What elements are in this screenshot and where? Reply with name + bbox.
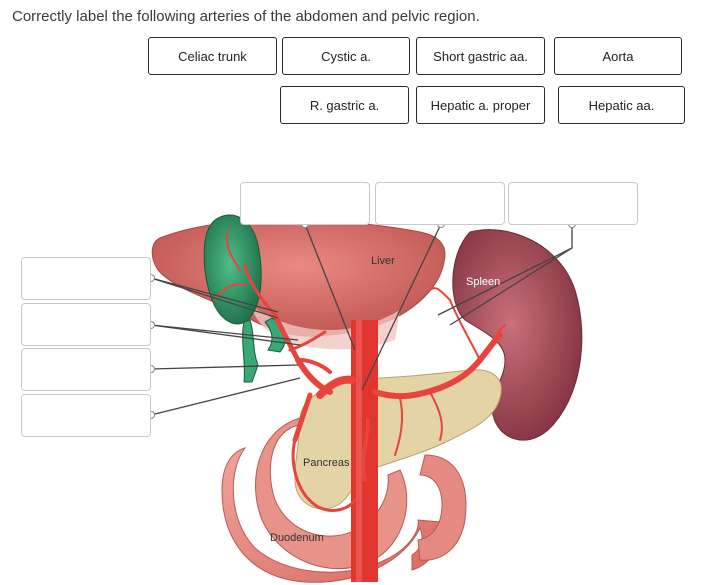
short-gastric-branch-1 [449,299,481,361]
sma [361,418,370,482]
label-chip-hepatic-aa[interactable]: Hepatic aa. [558,86,685,124]
pancreas [294,369,502,510]
organ-label-liver: Liver [371,255,395,267]
drop-target-top-right[interactable] [508,182,638,225]
label-chip-r-gastric-a[interactable]: R. gastric a. [280,86,409,124]
leader-top-left [304,223,356,351]
label-chip-aorta[interactable]: Aorta [554,37,682,75]
pancreatic-branch-2 [429,391,443,441]
organ-label-duodenum: Duodenum [270,532,324,544]
gallbladder [203,214,262,325]
leader-left-2b [150,324,301,346]
organ-label-pancreas: Pancreas [303,457,350,469]
label-chip-hepatic-a-proper[interactable]: Hepatic a. proper [416,86,545,124]
gastroduodenal-artery [292,392,313,443]
leader-left-4 [150,377,301,416]
drop-target-top-left[interactable] [240,182,370,225]
right-gastric-artery [298,358,332,374]
drop-target-left-3[interactable] [21,348,151,391]
hepatic-to-liver [288,330,327,352]
short-gastric-branch-2 [487,324,506,351]
aorta-highlight [356,320,362,582]
drop-target-left-1[interactable] [21,257,151,300]
leader-left-2 [150,324,299,341]
artery-network [214,231,506,512]
leader-top-right-b [449,247,573,326]
pancreatic-branch-1 [394,397,404,456]
leader-left-1b [150,277,279,319]
leader-left-1 [150,277,279,313]
question-prompt: Correctly label the following arteries o… [12,8,480,25]
gb-branch-2 [214,283,246,301]
leader-lines [150,223,573,416]
gb-branch-1 [226,231,241,271]
cystic-artery [243,263,277,317]
duodenum [221,447,442,583]
liver [151,219,446,337]
celiac-trunk [316,375,356,399]
gastric-branch-3 [429,287,451,301]
spleen [452,229,583,441]
label-chip-cystic-a[interactable]: Cystic a. [282,37,410,75]
pancreaticoduodenal-artery [291,438,357,512]
duodenum-right-loop [417,454,467,561]
drop-target-left-2[interactable] [21,303,151,346]
common-hepatic-artery [295,357,333,395]
drop-target-top-middle[interactable] [375,182,505,225]
hepatic-artery-proper [272,312,301,363]
label-chip-celiac-trunk[interactable]: Celiac trunk [148,37,277,75]
drop-target-left-4[interactable] [21,394,151,437]
label-chip-short-gastric-aa[interactable]: Short gastric aa. [416,37,545,75]
cystic-duct [242,319,259,383]
organ-label-spleen: Spleen [466,276,500,288]
leader-left-3 [150,364,299,370]
leader-top-middle [361,223,442,391]
